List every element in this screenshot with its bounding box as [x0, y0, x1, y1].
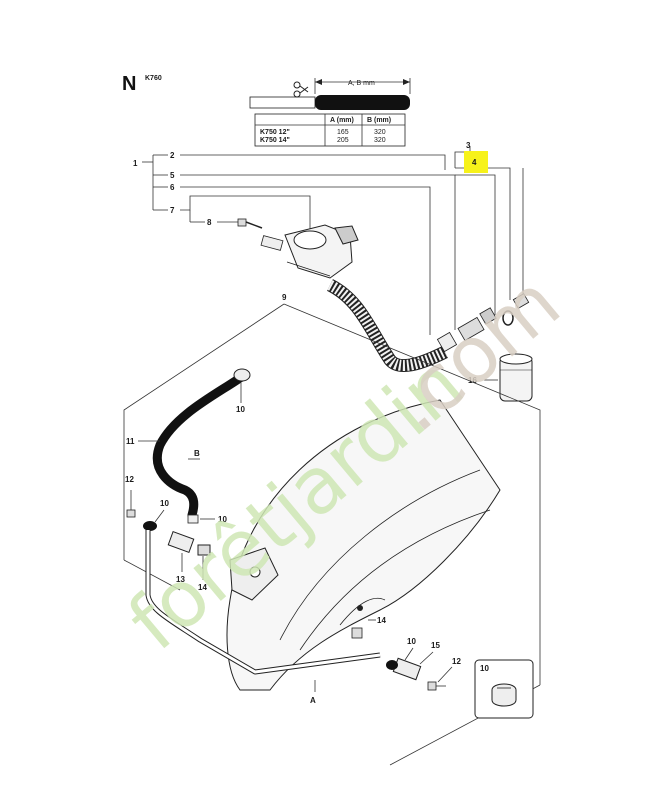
- callout-1: 1: [133, 159, 138, 168]
- callout-8: 8: [207, 218, 212, 227]
- callout-10-right: 10: [407, 637, 416, 646]
- fitting-15: [386, 657, 422, 681]
- quick-coupling-16: [499, 353, 533, 402]
- braided-hose: [326, 279, 448, 372]
- callout-12-right: 12: [452, 657, 461, 666]
- callout-10-top: 10: [236, 405, 245, 414]
- dimension-label: A, B mm: [348, 80, 375, 87]
- table-row-1-a: 165: [337, 129, 349, 136]
- nipple-3: [512, 293, 530, 309]
- leader-12-right: [437, 666, 453, 683]
- table-row-1-b: 320: [374, 129, 386, 136]
- callout-10-mid: 10: [218, 515, 227, 524]
- screw-12-left: [126, 490, 136, 518]
- o-ring: [502, 310, 514, 326]
- callout-11: 11: [126, 437, 135, 446]
- callout-5: 5: [170, 171, 175, 180]
- screw-8: [237, 218, 263, 229]
- callout-16: 16: [468, 376, 477, 385]
- callout-3: 3: [466, 141, 471, 150]
- hose-dimension-pictogram: A, B mm: [249, 78, 411, 110]
- callout-B: B: [194, 449, 200, 458]
- callout-13: 13: [176, 575, 185, 584]
- hose-coupling: [436, 307, 497, 353]
- callout-A: A: [310, 696, 316, 705]
- callout-7: 7: [170, 206, 175, 215]
- callout-15: 15: [431, 641, 440, 650]
- callout-4: 4: [472, 158, 477, 167]
- fitting-7: [260, 235, 284, 251]
- scissors-icon: [293, 81, 309, 98]
- fitting-mid: [187, 514, 199, 524]
- leader-10-right: [404, 647, 414, 661]
- callout-6: 6: [170, 183, 175, 192]
- callout-10-left: 10: [160, 499, 169, 508]
- leader-15: [419, 651, 434, 665]
- nozzle-bracket: [229, 547, 279, 601]
- table-row-1-model: K750 12": [260, 129, 290, 136]
- dimension-table: A (mm) B (mm) K750 12" 165 320 K750 14" …: [254, 113, 406, 147]
- callout-2: 2: [170, 151, 175, 160]
- table-row-2-b: 320: [374, 137, 386, 144]
- callout-14-left: 14: [198, 583, 207, 592]
- inset-label: 10: [480, 664, 489, 673]
- table-row-2-a: 205: [337, 137, 349, 144]
- table-header-a: A (mm): [330, 117, 354, 124]
- callout-14-right: 14: [377, 616, 386, 625]
- callout-9: 9: [282, 293, 287, 302]
- section-letter: N: [122, 73, 136, 95]
- part-4-highlight: [464, 151, 488, 173]
- blade-guard: [226, 399, 501, 691]
- leader-10-left: [154, 509, 165, 523]
- water-hose-11: [152, 373, 245, 520]
- table-row-2-model: K750 14": [260, 137, 290, 144]
- hose-clamp-top: [233, 368, 251, 382]
- water-tap-assembly: [284, 224, 359, 279]
- screw-12-right: [427, 681, 446, 691]
- callout-12-left: 12: [125, 475, 134, 484]
- table-header-b: B (mm): [367, 117, 391, 124]
- hose-clamp-left: [143, 521, 157, 531]
- inset-clamp-10: 10: [474, 659, 534, 719]
- valve-13: [167, 531, 211, 556]
- nut-14-right: [351, 627, 363, 639]
- model-label: K760: [145, 75, 162, 82]
